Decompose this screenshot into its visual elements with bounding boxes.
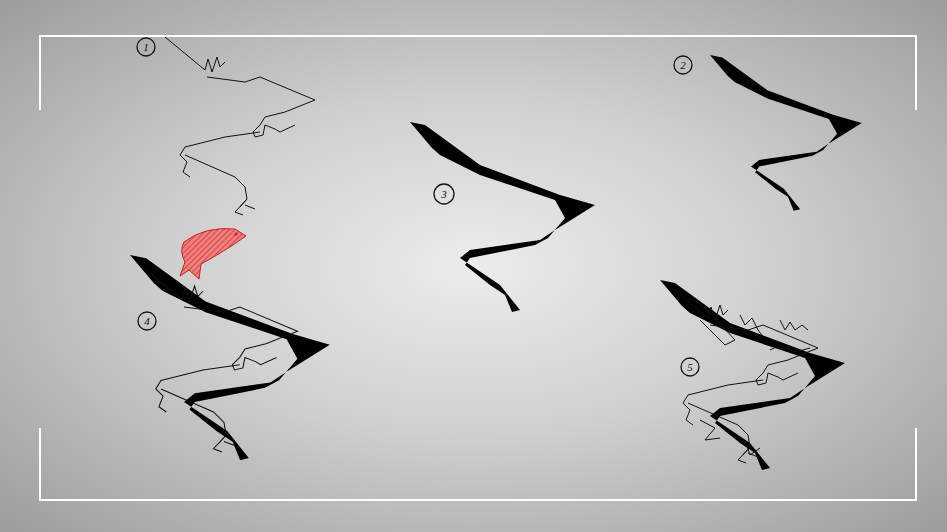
callout-number: 1 xyxy=(143,42,149,53)
line-sketch xyxy=(140,265,298,452)
callout-number: 2 xyxy=(680,60,686,71)
callout-number: 5 xyxy=(687,362,693,373)
frame xyxy=(40,36,916,500)
callout-circle: 2 xyxy=(673,55,693,75)
callout-circle: 5 xyxy=(680,357,700,377)
callout-circle: 4 xyxy=(137,311,157,331)
line-sketch xyxy=(165,37,315,215)
filled-crack xyxy=(410,122,595,312)
filled-crack xyxy=(710,55,862,211)
callout-number: 4 xyxy=(144,316,150,327)
line-sketch xyxy=(668,285,818,463)
red-fish xyxy=(180,229,246,279)
filled-crack xyxy=(130,255,330,460)
filled-crack xyxy=(660,280,845,470)
callout-circle: 1 xyxy=(136,37,156,57)
callout-number: 3 xyxy=(441,189,447,200)
callout-circle: 3 xyxy=(433,183,455,205)
